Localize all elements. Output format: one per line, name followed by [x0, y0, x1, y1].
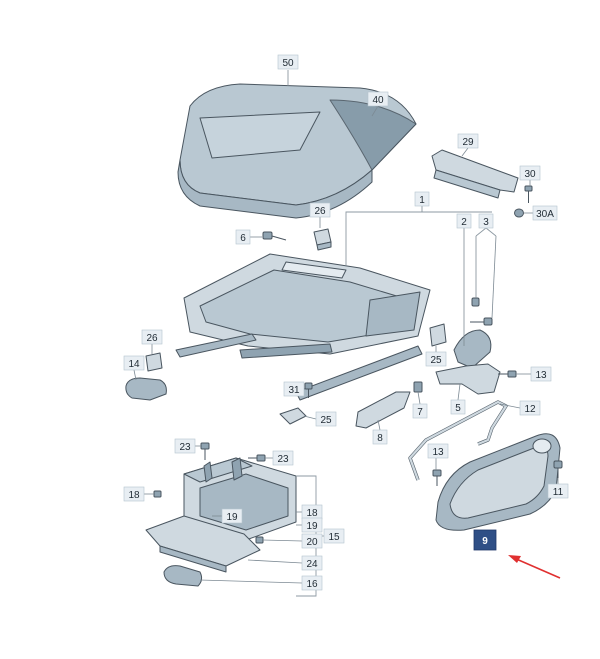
callout-14[interactable]: 14: [123, 355, 145, 371]
clip-7-part: [413, 381, 423, 393]
svg-text:25: 25: [430, 355, 442, 366]
callout-24[interactable]: 24: [301, 555, 323, 571]
svg-text:7: 7: [417, 407, 423, 418]
callout-8[interactable]: 8: [372, 429, 388, 445]
callout-6[interactable]: 6: [235, 229, 251, 245]
callout-29[interactable]: 29: [457, 133, 479, 149]
callout-25-bottom[interactable]: 25: [315, 411, 337, 427]
screw-18-part: [153, 490, 162, 498]
svg-text:30: 30: [524, 169, 536, 180]
screw-3-part: [470, 317, 493, 326]
svg-text:30A: 30A: [536, 209, 554, 220]
callout-18-right[interactable]: 18: [301, 504, 323, 520]
handle-16-part: [163, 565, 203, 587]
callout-13-mid[interactable]: 13: [427, 443, 449, 459]
screw-30-part: [524, 185, 533, 203]
callout-12[interactable]: 12: [519, 400, 541, 416]
callout-13-right[interactable]: 13: [530, 366, 552, 382]
svg-text:31: 31: [288, 385, 300, 396]
svg-text:18: 18: [128, 490, 140, 501]
callout-18-left[interactable]: 18: [123, 486, 145, 502]
svg-text:6: 6: [240, 233, 246, 244]
svg-text:20: 20: [306, 537, 318, 548]
callout-30A[interactable]: 30A: [532, 205, 558, 221]
svg-text:19: 19: [226, 512, 238, 523]
svg-text:15: 15: [328, 532, 340, 543]
callout-7[interactable]: 7: [412, 403, 428, 419]
svg-text:23: 23: [277, 454, 289, 465]
bolt-6-part: [262, 231, 287, 241]
screw-13-mid-part: [432, 469, 442, 486]
svg-text:3: 3: [483, 217, 489, 228]
cap-14-part: [125, 377, 167, 401]
callout-31[interactable]: 31: [283, 381, 305, 397]
callout-2[interactable]: 2: [456, 213, 472, 229]
screw-23-right-part: [248, 454, 266, 462]
callout-20[interactable]: 20: [301, 533, 323, 549]
svg-text:25: 25: [320, 415, 332, 426]
callout-50[interactable]: 50: [277, 54, 299, 70]
callout-16[interactable]: 16: [301, 575, 323, 591]
svg-text:26: 26: [314, 206, 326, 217]
screw-13-right-part: [498, 370, 517, 378]
svg-text:12: 12: [524, 404, 536, 415]
nut-30A-part: [514, 208, 524, 218]
callout-9-highlighted[interactable]: 9: [473, 529, 497, 551]
svg-text:40: 40: [372, 95, 384, 106]
screw-20-part: [255, 536, 264, 544]
svg-text:11: 11: [553, 487, 564, 498]
highlight-arrow: [508, 555, 561, 579]
callout-19-right[interactable]: 19: [301, 517, 323, 533]
clip-26-left-part: [145, 352, 163, 372]
svg-text:14: 14: [128, 359, 140, 370]
bracket-2-part: [453, 329, 492, 369]
callout-1[interactable]: 1: [414, 191, 430, 207]
seat-frame-part: [175, 253, 431, 401]
svg-text:2: 2: [461, 217, 467, 228]
callout-30[interactable]: 30: [519, 165, 541, 181]
screw-11-part: [553, 460, 563, 478]
svg-text:23: 23: [179, 442, 191, 453]
clip-25-bottom-part: [279, 407, 307, 425]
callout-26-top[interactable]: 26: [309, 202, 331, 218]
svg-text:9: 9: [482, 536, 488, 547]
svg-text:5: 5: [455, 403, 461, 414]
drawer-tray-24-part: [145, 515, 261, 573]
callout-5[interactable]: 5: [450, 399, 466, 415]
lumbar-strip-part: [431, 149, 519, 199]
svg-text:8: 8: [377, 433, 383, 444]
callout-11[interactable]: 11: [547, 483, 569, 499]
callout-23-left[interactable]: 23: [174, 438, 196, 454]
svg-text:24: 24: [306, 559, 318, 570]
svg-text:29: 29: [462, 137, 474, 148]
clip-26-top-part: [313, 228, 332, 251]
bolt-31-part: [304, 382, 313, 398]
callout-26-left[interactable]: 26: [141, 329, 163, 345]
svg-text:13: 13: [432, 447, 444, 458]
screw-23-left-part: [200, 442, 210, 460]
svg-text:13: 13: [535, 370, 547, 381]
side-trim-panel-9-part: [435, 433, 561, 531]
svg-text:16: 16: [306, 579, 318, 590]
clip-25-right-part: [429, 323, 447, 347]
svg-text:19: 19: [306, 521, 318, 532]
callout-25-right[interactable]: 25: [425, 351, 447, 367]
svg-text:26: 26: [146, 333, 158, 344]
callout-40[interactable]: 40: [367, 91, 389, 107]
callout-15[interactable]: 15: [323, 528, 345, 544]
svg-text:50: 50: [282, 58, 294, 69]
callout-23-right[interactable]: 23: [272, 450, 294, 466]
svg-text:18: 18: [306, 508, 318, 519]
trim-8-part: [355, 391, 411, 429]
plate-5-part: [435, 363, 501, 395]
callout-19-inner[interactable]: 19: [221, 508, 243, 524]
svg-text:1: 1: [419, 195, 425, 206]
nut-3-part: [471, 297, 480, 307]
callout-3[interactable]: 3: [478, 213, 494, 229]
